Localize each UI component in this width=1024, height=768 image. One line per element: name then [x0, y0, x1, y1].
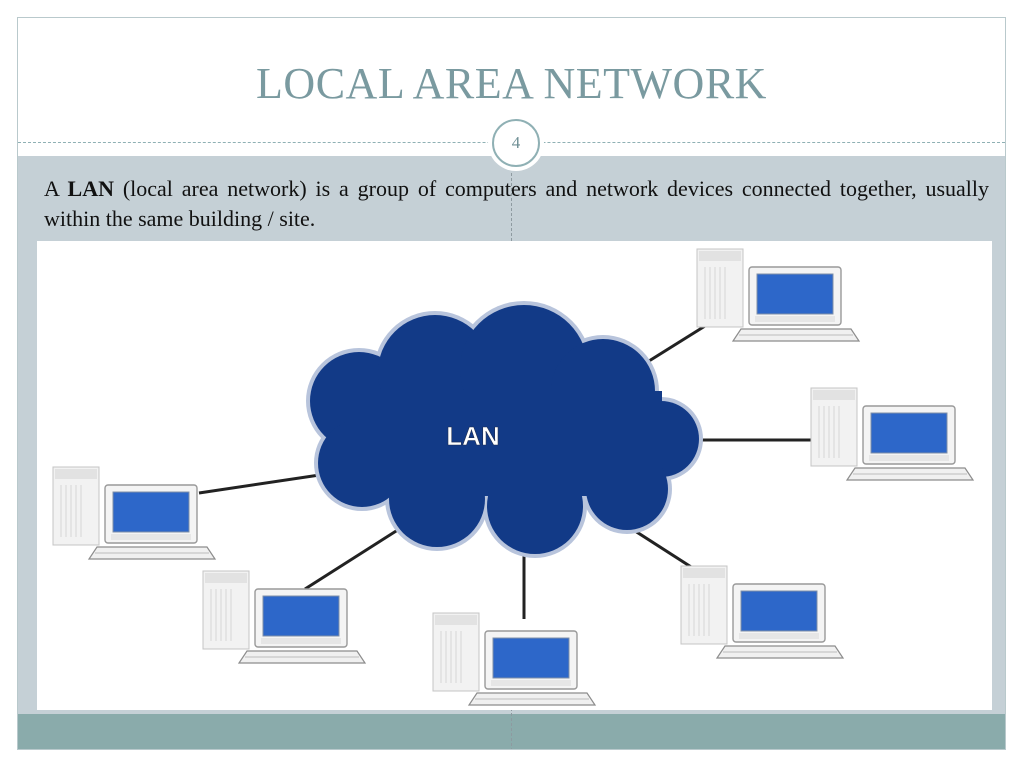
lan-term: LAN — [67, 176, 114, 201]
page-number-badge: 4 — [492, 119, 540, 167]
lan-label: LAN — [446, 421, 499, 451]
computer-4 — [202, 570, 366, 664]
lan-diagram-svg: LAN — [52, 248, 974, 706]
paragraph-prefix: A — [44, 176, 68, 201]
computer-6 — [680, 565, 844, 659]
computer-1 — [696, 248, 860, 342]
slide-title: LOCAL AREA NETWORK — [256, 59, 767, 108]
slide: LOCAL AREA NETWORK 4 A LAN (local area n… — [17, 17, 1006, 750]
paragraph-text: (local area network) is a group of compu… — [44, 176, 989, 231]
lan-cloud: LAN — [306, 301, 703, 558]
page-number: 4 — [511, 133, 521, 152]
definition-paragraph: A LAN (local area network) is a group of… — [44, 174, 989, 234]
computer-2 — [810, 387, 974, 481]
cable-to-computer-3 — [198, 471, 334, 495]
computer-5 — [432, 612, 596, 706]
computer-3 — [52, 466, 216, 560]
lan-diagram: LAN — [37, 241, 992, 710]
